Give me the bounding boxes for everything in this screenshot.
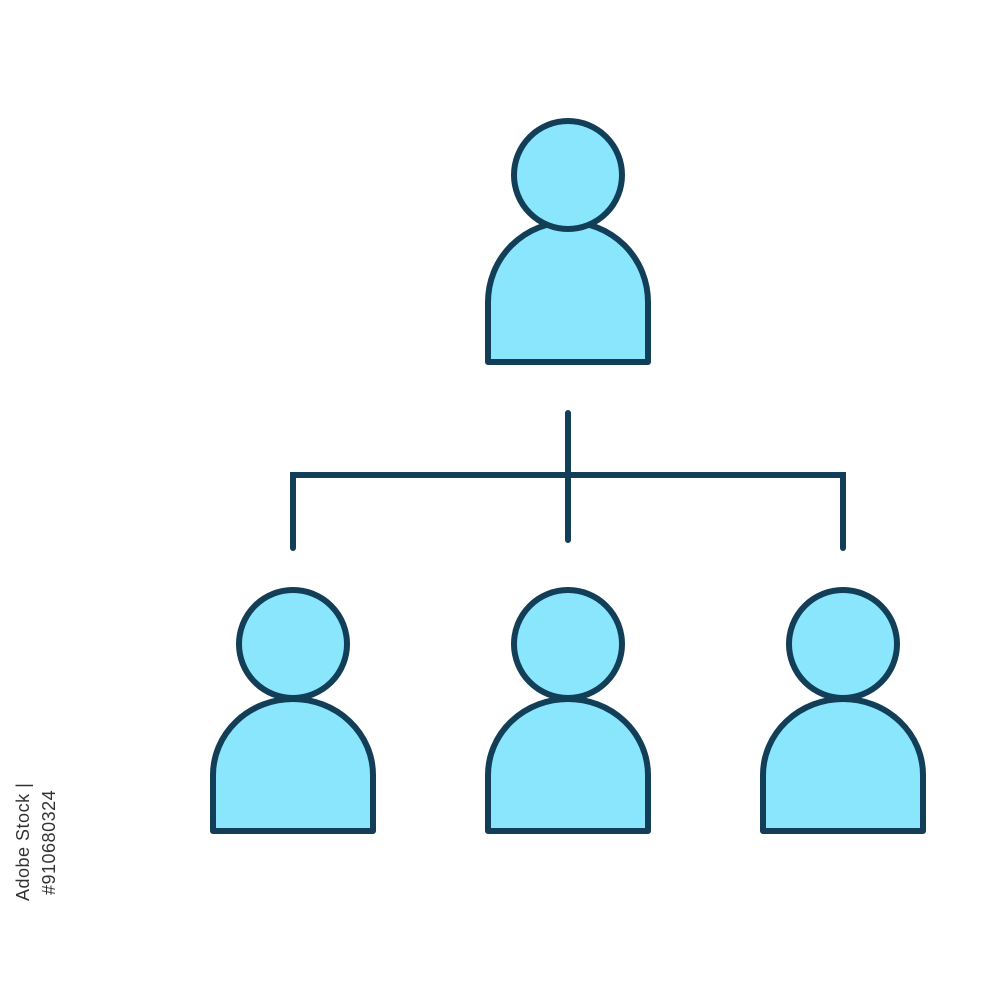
- team-member-head-right: [786, 587, 900, 701]
- connector-branch: [290, 472, 846, 551]
- manager-body: [485, 219, 651, 365]
- team-member-person-icon-right: [760, 587, 926, 834]
- team-member-head-middle: [511, 587, 625, 701]
- team-member-person-icon-left: [210, 587, 376, 834]
- team-member-body-left: [210, 696, 376, 834]
- team-member-body-right: [760, 696, 926, 834]
- team-member-head-left: [236, 587, 350, 701]
- team-member-body-middle: [485, 696, 651, 834]
- stock-id-label: Adobe Stock | #910680324: [13, 782, 59, 902]
- hierarchy-connectors: [290, 410, 846, 551]
- manager-head: [511, 118, 625, 232]
- manager-person-icon: [485, 118, 651, 365]
- team-member-person-icon-middle: [485, 587, 651, 834]
